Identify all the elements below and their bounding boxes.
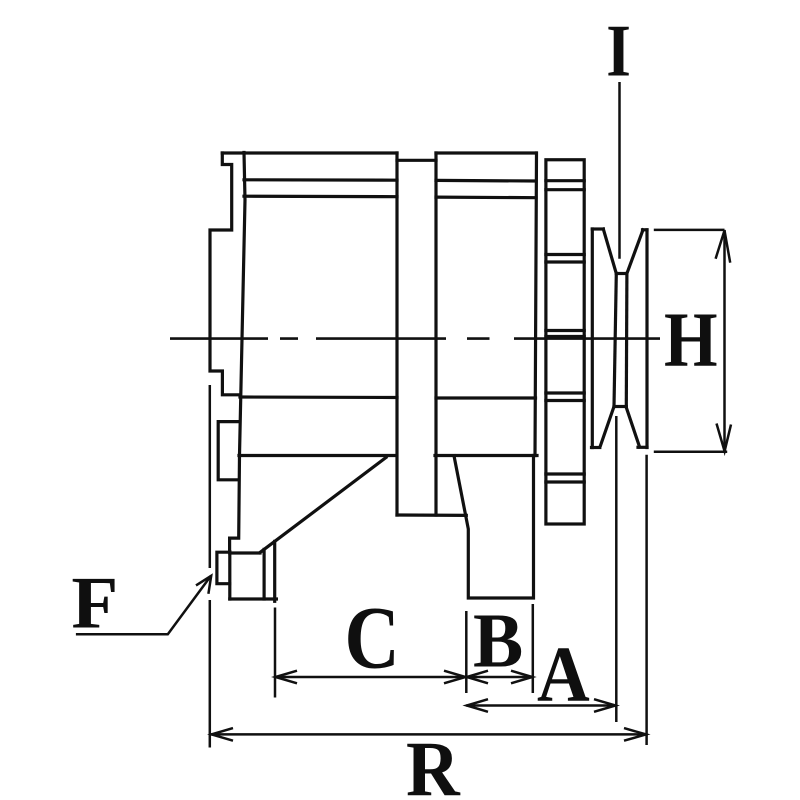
svg-text:B: B <box>473 598 523 684</box>
svg-text:C: C <box>345 588 400 687</box>
svg-text:H: H <box>664 296 718 383</box>
svg-text:R: R <box>406 727 461 800</box>
svg-text:A: A <box>537 631 590 718</box>
svg-text:I: I <box>606 9 631 92</box>
svg-text:F: F <box>71 562 118 644</box>
